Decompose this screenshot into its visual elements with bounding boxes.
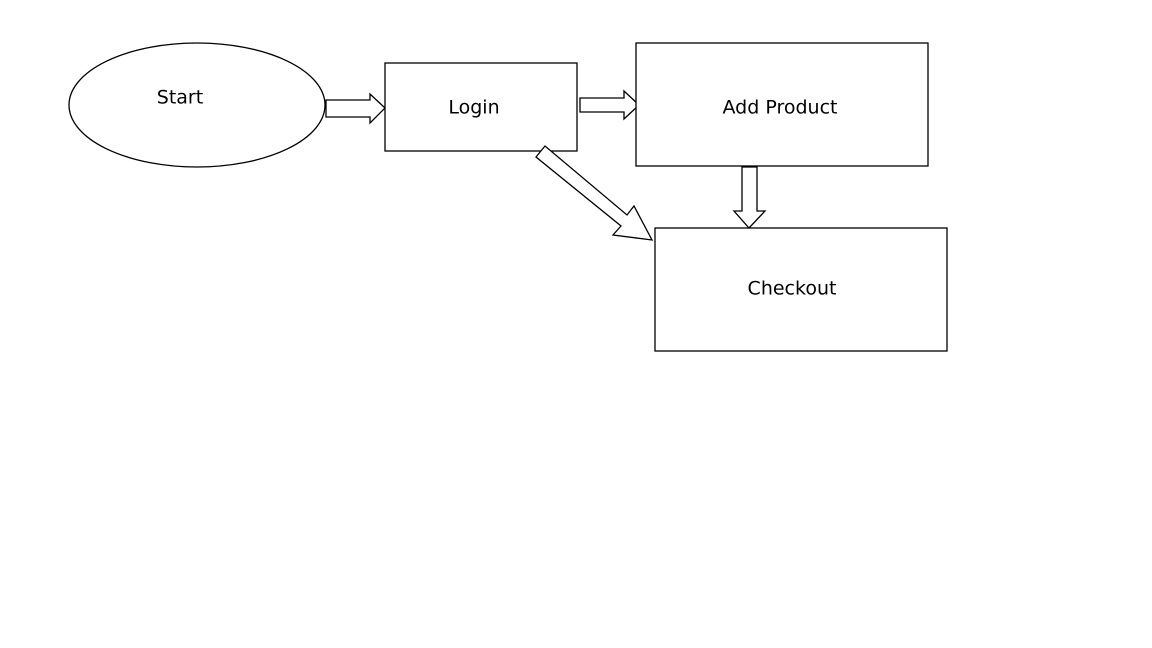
add-product-label: Add Product: [723, 97, 838, 119]
start-label: Start: [157, 87, 203, 109]
arrow-login-to-checkout: [535, 145, 654, 241]
checkout-label: Checkout: [748, 278, 837, 300]
login-label: Login: [448, 97, 499, 119]
start-ellipse: [68, 42, 326, 168]
node-login: Login: [384, 62, 578, 152]
node-add-product: Add Product: [635, 42, 929, 167]
arrow-add-product-to-checkout: [732, 166, 767, 229]
add-product-box: [635, 42, 929, 167]
node-checkout: Checkout: [654, 227, 948, 352]
node-start: Start: [68, 42, 326, 168]
arrow-login-to-add-product: [579, 89, 640, 121]
login-box: [384, 62, 578, 152]
arrow-start-to-login: [325, 92, 386, 125]
checkout-box: [654, 227, 948, 352]
